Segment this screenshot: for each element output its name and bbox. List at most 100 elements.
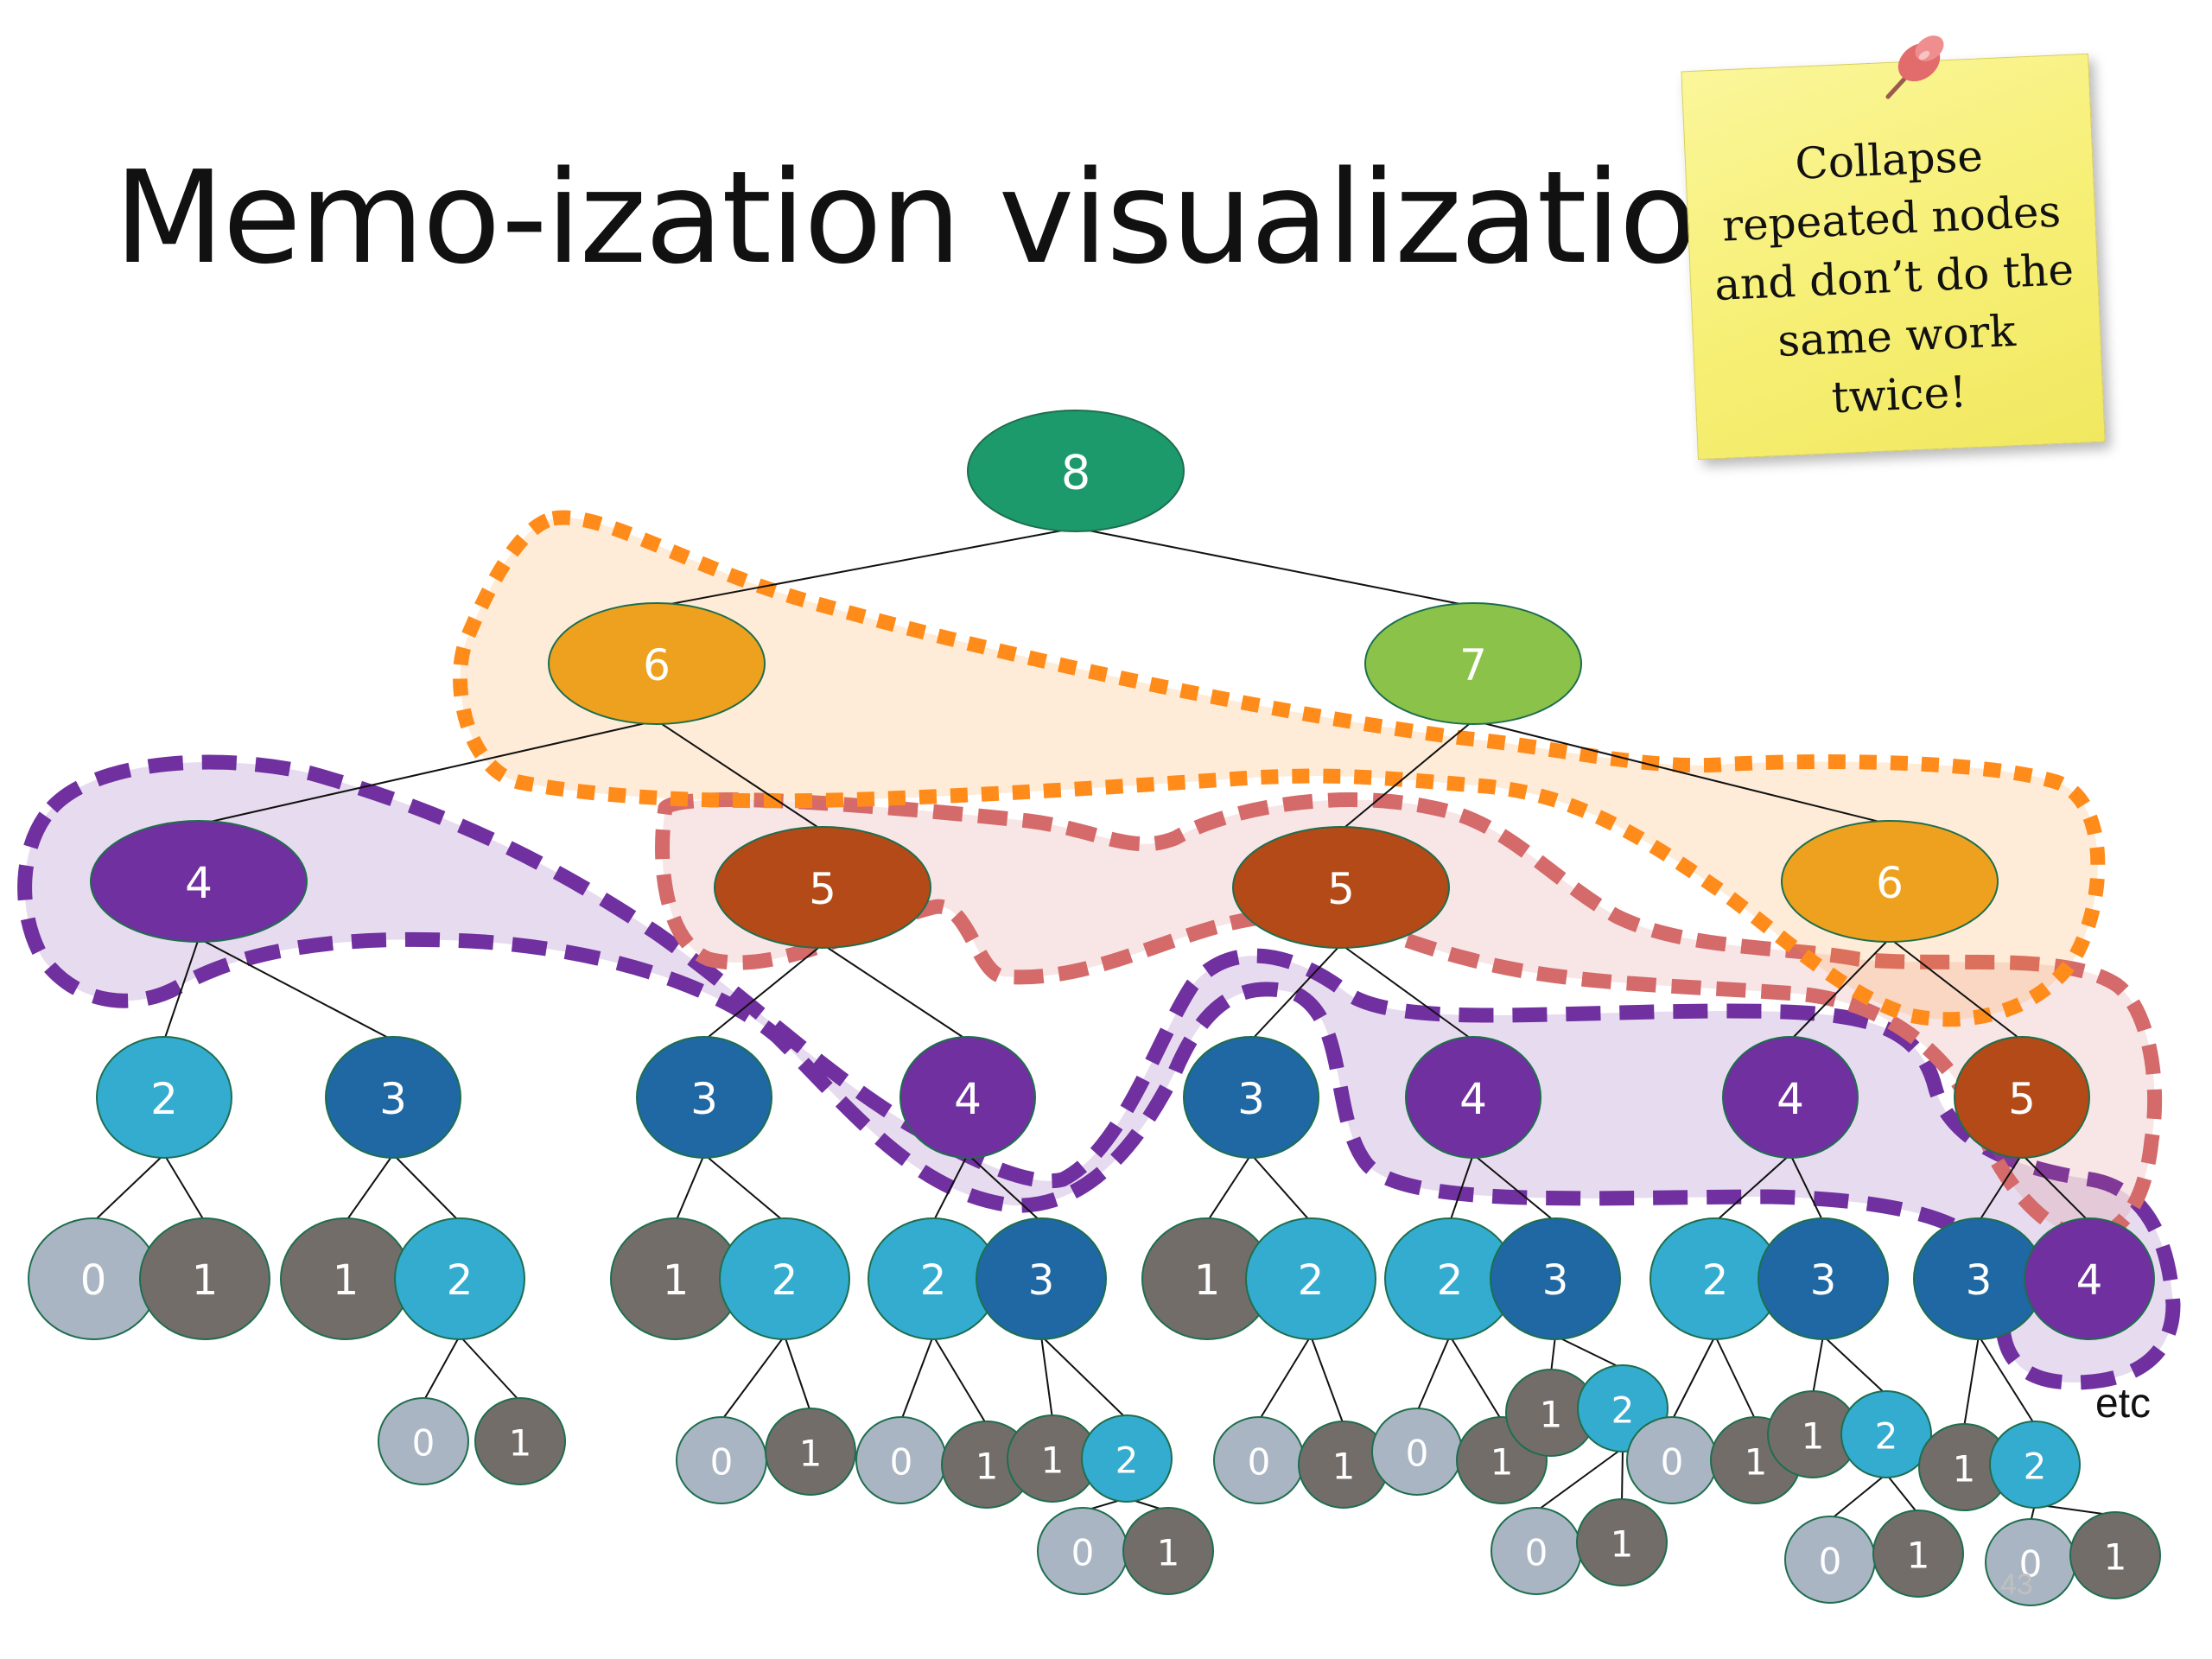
- node-ellipse: [1872, 1510, 1964, 1598]
- node-ellipse: [719, 1217, 850, 1340]
- tree-edge: [967, 1154, 1042, 1223]
- tree-edge: [1812, 1335, 1824, 1395]
- node-ellipse: [1122, 1507, 1214, 1595]
- tree-node-0: 0: [1371, 1408, 1463, 1496]
- node-label: 3: [1810, 1256, 1837, 1305]
- node-label: 2: [920, 1256, 947, 1305]
- node-ellipse: [1989, 1421, 2081, 1509]
- tree-node-1: 1: [1576, 1498, 1668, 1586]
- tree-edge: [1789, 1154, 1824, 1223]
- node-label: 1: [192, 1256, 219, 1305]
- orange-collapse-region: [453, 510, 2106, 1027]
- node-ellipse: [976, 1217, 1107, 1340]
- node-label: 1: [1745, 1441, 1768, 1484]
- node-ellipse: [1232, 826, 1450, 949]
- node-label: 6: [1876, 858, 1904, 908]
- node-label: 8: [1061, 446, 1090, 500]
- node-label: 2: [447, 1256, 474, 1305]
- node-ellipse: [394, 1217, 525, 1340]
- node-label: 0: [1819, 1541, 1842, 1583]
- tree-edge: [932, 1154, 969, 1223]
- node-label: 1: [663, 1256, 690, 1305]
- node-label: 2: [1437, 1256, 1464, 1305]
- tree-node-4: 4: [2024, 1217, 2155, 1340]
- tree-node-1: 1: [1298, 1421, 1389, 1509]
- node-label: 1: [1611, 1523, 1634, 1566]
- node-ellipse: [714, 826, 931, 949]
- tree-node-1: 1: [2069, 1511, 2161, 1599]
- node-label: 4: [185, 858, 213, 908]
- node-ellipse: [636, 1036, 772, 1159]
- pushpin-icon: [1885, 35, 1944, 99]
- tree-edge: [1978, 1154, 2023, 1223]
- tree-edge: [1416, 1335, 1451, 1413]
- node-label: 1: [1194, 1256, 1221, 1305]
- tree-edge: [703, 944, 823, 1041]
- node-label: 1: [1041, 1440, 1065, 1482]
- node-ellipse: [1245, 1217, 1376, 1340]
- tree-edge: [721, 1335, 785, 1421]
- tree-edge: [1040, 1335, 1053, 1420]
- tree-edge: [656, 720, 823, 831]
- node-label: 2: [1298, 1256, 1325, 1305]
- node-ellipse: [1490, 1217, 1621, 1340]
- node-label: 2: [2024, 1446, 2047, 1488]
- node-ellipse: [1781, 820, 1999, 943]
- node-label: 0: [1406, 1433, 1429, 1475]
- tree-edge: [1250, 1154, 1312, 1223]
- tree-node-2: 2: [1840, 1390, 1932, 1478]
- node-label: 1: [1157, 1532, 1180, 1574]
- node-label: 3: [1237, 1074, 1265, 1124]
- tree-node-1: 1: [139, 1217, 270, 1340]
- node-label: 0: [710, 1441, 734, 1484]
- node-label: 3: [379, 1074, 407, 1124]
- node-label: 2: [1702, 1256, 1729, 1305]
- node-ellipse: [899, 1036, 1036, 1159]
- tree-node-2: 2: [1384, 1217, 1516, 1340]
- node-ellipse: [474, 1397, 566, 1485]
- tree-node-1: 1: [1505, 1369, 1597, 1457]
- node-label: 0: [1525, 1532, 1548, 1574]
- node-ellipse: [2024, 1217, 2155, 1340]
- node-label: 0: [1248, 1441, 1271, 1484]
- tree-edge: [1040, 1335, 1128, 1420]
- node-ellipse: [1722, 1036, 1859, 1159]
- tree-node-3: 3: [636, 1036, 772, 1159]
- tree-node-2: 2: [1989, 1421, 2081, 1509]
- node-label: 5: [2008, 1074, 2036, 1124]
- tree-edge: [345, 1154, 394, 1223]
- tree-node-1: 1: [765, 1408, 856, 1496]
- tree-edge: [1472, 720, 1891, 825]
- tree-edge: [1554, 1335, 1624, 1370]
- tree-edge: [1206, 1154, 1252, 1223]
- tree-node-4: 4: [1405, 1036, 1541, 1159]
- node-label: 3: [1542, 1256, 1569, 1305]
- tree-edge: [1789, 938, 1891, 1041]
- node-label: 1: [1540, 1394, 1563, 1436]
- tree-edge: [163, 1154, 206, 1223]
- tree-edge: [1714, 1154, 1791, 1223]
- node-label: 3: [1028, 1256, 1055, 1305]
- tree-node-0: 0: [1784, 1516, 1876, 1604]
- tree-edge: [1978, 1335, 2036, 1426]
- node-label: 4: [954, 1074, 982, 1124]
- tree-edge: [1250, 944, 1342, 1041]
- node-ellipse: [378, 1397, 469, 1485]
- tree-node-5: 5: [1232, 826, 1450, 949]
- tree-node-0: 0: [378, 1397, 469, 1485]
- node-label: 1: [1332, 1446, 1356, 1488]
- node-ellipse: [139, 1217, 270, 1340]
- tree-edges: [92, 527, 2116, 1523]
- tree-edge: [198, 720, 658, 825]
- node-label: 0: [2019, 1543, 2043, 1586]
- node-label: 1: [1491, 1441, 1514, 1484]
- tree-edge: [703, 1154, 785, 1223]
- tree-node-3: 3: [325, 1036, 461, 1159]
- tree-edge: [1340, 720, 1474, 831]
- node-ellipse: [1758, 1217, 1889, 1340]
- tree-edge: [1621, 1447, 1624, 1503]
- node-ellipse: [1576, 1498, 1668, 1586]
- tree-node-0: 0: [1985, 1518, 2076, 1606]
- tree-node-3: 3: [1183, 1036, 1319, 1159]
- tree-edge: [392, 1154, 461, 1223]
